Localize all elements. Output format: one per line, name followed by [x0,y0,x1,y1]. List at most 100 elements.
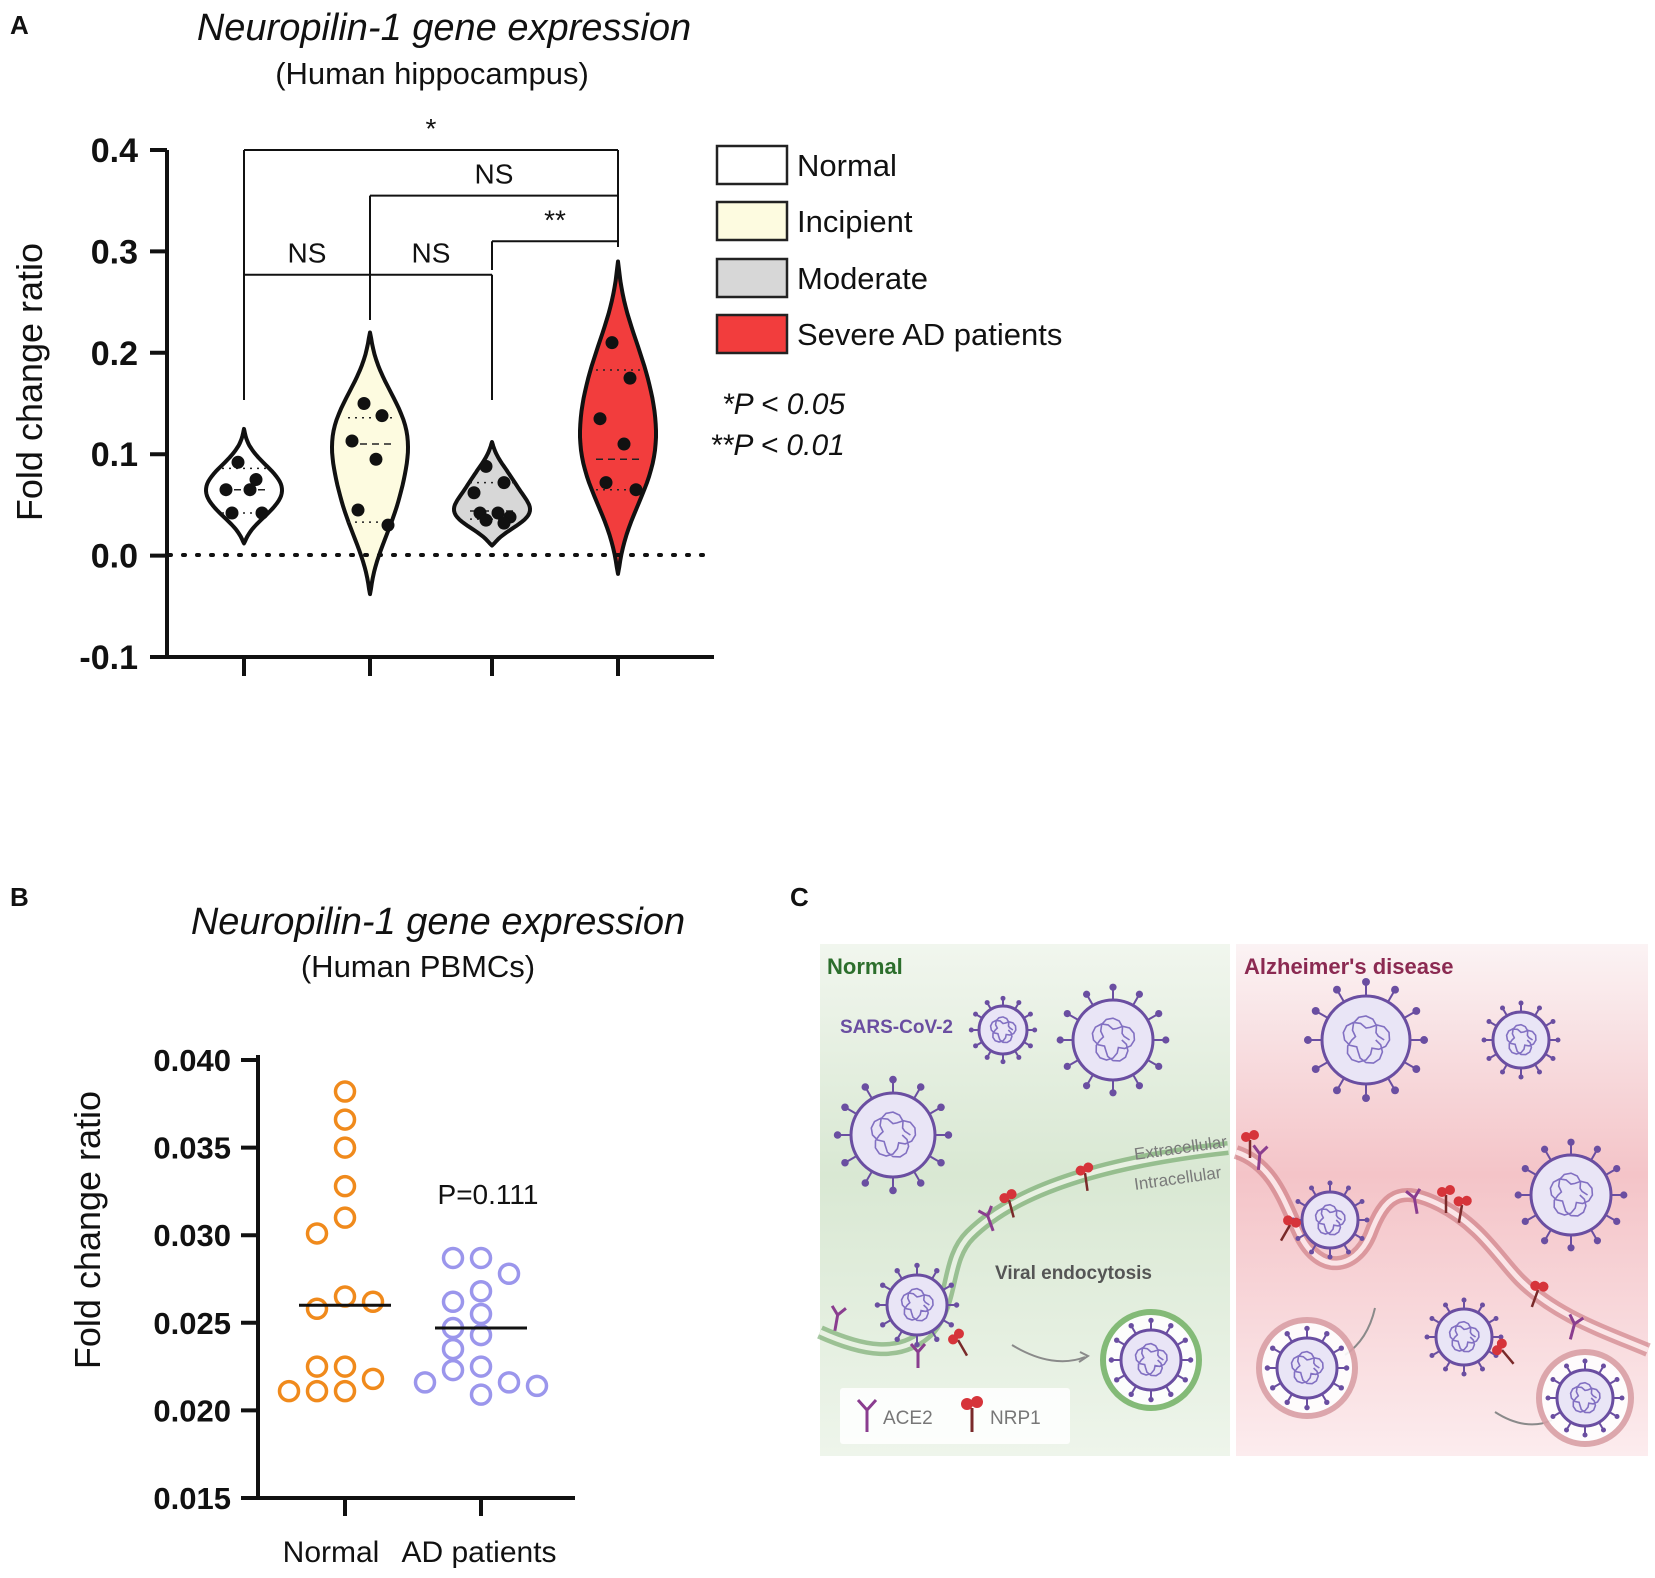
virus-rna [1091,1017,1136,1062]
chart-b-ytick-label: 0.020 [153,1393,231,1428]
chart-b-x-ticks [343,1498,483,1516]
virus-spike-tip [1614,1413,1620,1419]
data-point [605,336,619,350]
virus-spike-tip [880,1282,886,1288]
virus-spike-tip [1555,1037,1561,1043]
virus-spike-tip [1493,1316,1499,1322]
virus-spike-tip [1338,1385,1344,1391]
virus-spike-tip [1567,1244,1575,1252]
virus-spike-tip [1614,1377,1620,1383]
virus-spike-tip [874,1302,881,1308]
bracket-label: NS [412,238,451,269]
virus-spike-tip [1443,1366,1449,1372]
virus-spike-tip [1083,990,1091,998]
virus-spike-tip [1359,1199,1365,1205]
nrp1-stem [1457,1204,1464,1223]
nrp1-receptor [1075,1162,1094,1191]
virus-spike-tip [1311,1065,1320,1074]
chart-b-points [277,1080,549,1406]
virus-particle [874,1262,960,1348]
virus-spike-tip [916,1083,925,1091]
normal-arrow-head [1078,1351,1090,1363]
virus-rna [900,1287,934,1322]
virus-rna [1290,1350,1324,1385]
virus-spike-tip [1345,1249,1351,1255]
virus-spike-tip [1429,1316,1435,1322]
virus-particle [833,1075,953,1195]
virus-spike-tip [1443,1302,1449,1308]
legend-ace2-icon [856,1398,878,1432]
data-point [441,1246,465,1270]
violin-severe-ad-patients [578,259,658,576]
receptor-legend-icons [856,1396,983,1432]
virus-spike-tip [1324,1399,1330,1405]
virus-spike-tip [1155,1010,1163,1018]
panel-c-letter: C [790,882,809,912]
legend-label-normal: Normal [797,148,897,183]
points-ad-patients [413,1246,549,1406]
points-normal [277,1080,391,1403]
virus-envelope [1491,1010,1551,1070]
ace2-receptor [909,1343,927,1368]
virus-spike-tip [1500,1005,1506,1011]
virus-envelope [1119,1328,1183,1392]
virus-spike-tip [889,1075,897,1084]
p-note-double-star: **P < 0.01 [710,429,845,462]
nrp1-stem [1530,1289,1540,1308]
data-point [361,1290,385,1314]
panel-b-pbmc-chart: B Neuropilin-1 gene expression (Human PB… [10,882,685,1569]
virus-envelope [1300,1190,1360,1250]
virus-spike-tip [1600,1363,1606,1369]
virus-spike-tip [1582,1358,1588,1364]
endocytosis-label: Viral endocytosis [995,1263,1152,1284]
virus-spike-tip [1303,1036,1312,1044]
virus-spike-tip [1016,1054,1022,1060]
virus-spike-tip [914,1341,920,1348]
panel-a-hippocampus-chart: A Neuropilin-1 gene expression (Human hi… [9,7,1062,677]
virus-spike-tip [1600,1427,1606,1433]
virus-envelope [885,1273,949,1337]
virus-spike-tip [1420,1036,1429,1044]
virus-spike-tip [934,1268,940,1274]
virus-rna [1314,1203,1346,1236]
data-point [219,483,233,497]
virus-spike-tip [1362,1094,1370,1103]
virus-spike-tip [1338,1345,1344,1351]
virus-particle [1536,1349,1634,1447]
virus-spike-tip [1486,1019,1492,1025]
virus-spike-tip [984,1054,990,1060]
virus-envelope [1434,1307,1494,1367]
legend-ace2-label: ACE2 [883,1408,933,1429]
virus-spike-tip [1619,1395,1625,1401]
data-point [225,506,239,520]
chart-b-title: Neuropilin-1 gene expression [191,901,685,943]
significance-bracket: NS [369,159,619,320]
data-point [305,1222,329,1245]
virus-spike-tip [1162,1036,1170,1044]
data-point [277,1379,301,1403]
data-point [413,1371,437,1394]
virus-spike-tip [1429,1352,1435,1358]
virus-spike-tip [1032,1027,1038,1033]
virus-spike-tip [1412,1007,1421,1015]
virus-spike-tip [1155,1062,1163,1070]
data-point [361,1367,385,1391]
legend-item-normal: Normal [715,144,897,186]
virus-spike-tip [1593,1145,1601,1153]
virus-spike-tip [1063,1062,1071,1070]
virus-spike-tip [1309,1249,1315,1255]
virus-spike-tip [1521,1217,1529,1225]
data-point [469,1355,493,1378]
chart-a-ytick-label: 0.0 [91,538,138,576]
virus-spike-tip [1109,1089,1117,1097]
virus-spike-tip [1027,1011,1033,1017]
data-point [593,412,607,426]
virus-rna [989,1016,1017,1044]
virus-spike-tip [841,1103,849,1112]
nrp1-receptor [1453,1195,1472,1223]
virus-label: SARS-CoV-2 [840,1017,953,1038]
virus-spike-tip [1000,1059,1006,1065]
chart-b-ytick-label: 0.025 [153,1306,231,1341]
data-point [629,483,643,497]
data-point [333,1136,357,1159]
